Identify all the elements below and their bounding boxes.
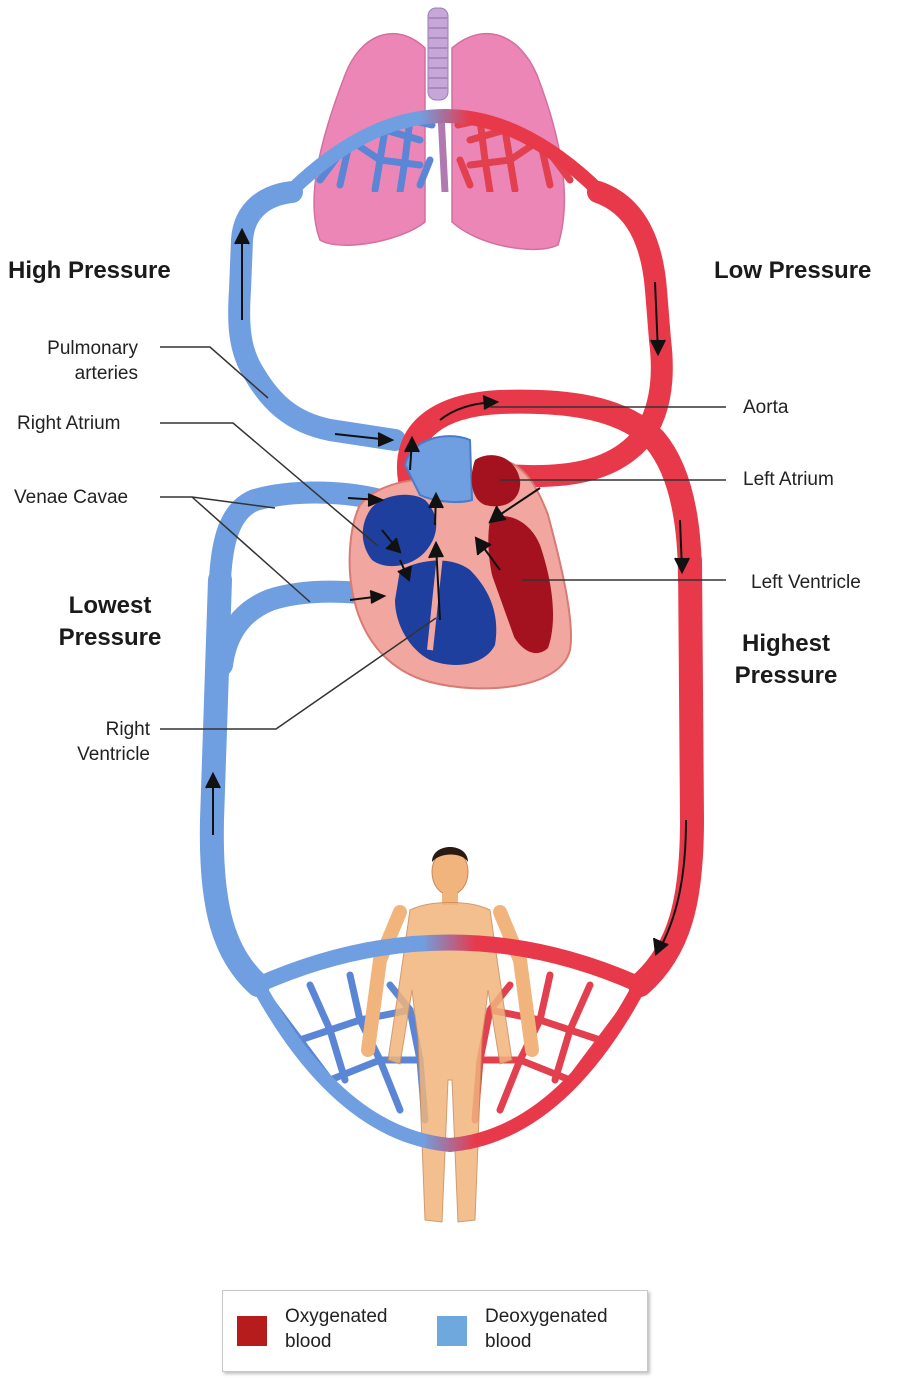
venae-cavae-label: Venae Cavae: [14, 485, 128, 510]
pulmonary-arteries-label: Pulmonary arteries: [10, 336, 138, 386]
legend: Oxygenated blood Deoxygenated blood: [222, 1290, 648, 1372]
aorta-label: Aorta: [743, 395, 788, 420]
left-atrium-label: Left Atrium: [743, 467, 834, 492]
highest-pressure-label: Highest Pressure: [716, 628, 856, 692]
trachea: [428, 8, 448, 100]
high-pressure-label: High Pressure: [8, 255, 171, 287]
human-figure: [368, 847, 532, 1222]
lowest-pressure-label: Lowest Pressure: [40, 590, 180, 654]
oxygenated-legend-label: Oxygenated blood: [285, 1304, 387, 1354]
deoxygenated-legend-label: Deoxygenated blood: [485, 1304, 608, 1354]
right-ventricle-label: Right Ventricle: [20, 717, 150, 767]
low-pressure-label: Low Pressure: [714, 255, 871, 287]
left-ventricle-label: Left Ventricle: [751, 570, 861, 595]
descending-aorta-vessel: [640, 560, 692, 985]
right-atrium-label: Right Atrium: [17, 411, 120, 436]
deoxygenated-swatch: [437, 1316, 467, 1346]
oxygenated-swatch: [237, 1316, 267, 1346]
